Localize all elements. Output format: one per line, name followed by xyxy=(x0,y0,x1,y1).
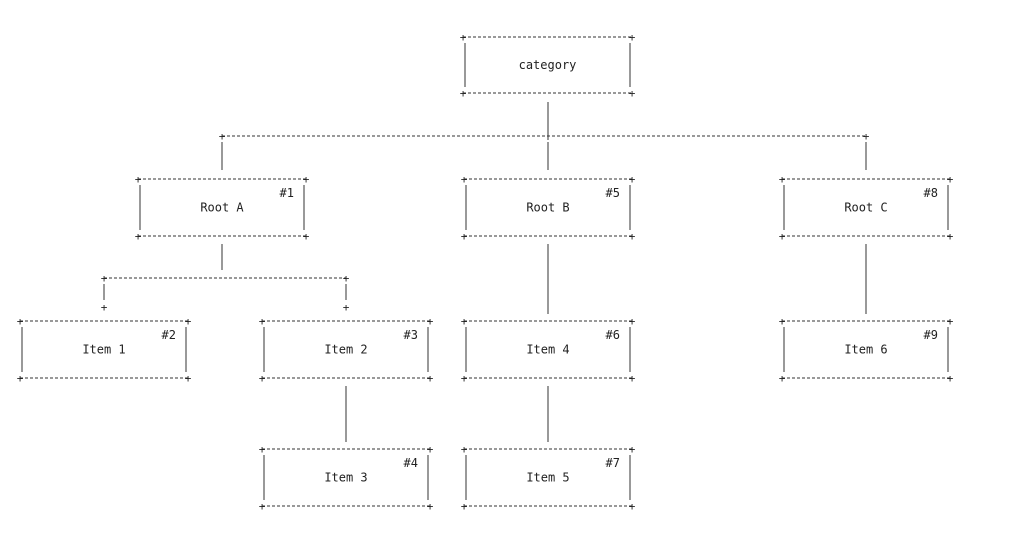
node-number: #1 xyxy=(280,186,294,200)
node-root-b: + + + + Root B #5 xyxy=(461,173,636,243)
box-corner-plus: + xyxy=(947,315,954,328)
box-corner-plus: + xyxy=(629,500,636,513)
node-label: Item 5 xyxy=(526,471,569,485)
node-label: Root B xyxy=(526,201,569,215)
box-corner-plus: + xyxy=(779,173,786,186)
node-number: #2 xyxy=(162,328,176,342)
box-corner-plus: + xyxy=(259,372,266,385)
node-number: #9 xyxy=(924,328,938,342)
node-label: Item 2 xyxy=(324,343,367,357)
connector-plus: + xyxy=(219,130,226,143)
box-corner-plus: + xyxy=(629,87,636,100)
node-item-3: + + + + Item 3 #4 xyxy=(259,443,434,513)
box-corner-plus: + xyxy=(17,372,24,385)
node-number: #3 xyxy=(404,328,418,342)
node-number: #6 xyxy=(606,328,620,342)
box-corner-plus: + xyxy=(460,87,467,100)
node-item-5: + + + + Item 5 #7 xyxy=(461,443,636,513)
node-label: Item 3 xyxy=(324,471,367,485)
connector-plus: + xyxy=(343,301,350,314)
box-corner-plus: + xyxy=(17,315,24,328)
connector-plus: + xyxy=(101,272,108,285)
connector-plus: + xyxy=(343,272,350,285)
box-corner-plus: + xyxy=(779,372,786,385)
box-corner-plus: + xyxy=(427,372,434,385)
box-corner-plus: + xyxy=(427,315,434,328)
node-label: Item 4 xyxy=(526,343,569,357)
box-corner-plus: + xyxy=(135,230,142,243)
connectors: + + + + + + xyxy=(101,102,870,442)
node-label: category xyxy=(519,58,577,72)
node-root-a: + + + + Root A #1 xyxy=(135,173,310,243)
node-number: #5 xyxy=(606,186,620,200)
box-corner-plus: + xyxy=(135,173,142,186)
node-label: Root C xyxy=(844,201,887,215)
box-corner-plus: + xyxy=(461,372,468,385)
connector-plus: + xyxy=(101,301,108,314)
box-corner-plus: + xyxy=(185,372,192,385)
box-corner-plus: + xyxy=(303,173,310,186)
node-category: + + + + category xyxy=(460,31,636,100)
box-corner-plus: + xyxy=(629,230,636,243)
node-label: Root A xyxy=(200,201,244,215)
node-number: #7 xyxy=(606,456,620,470)
box-corner-plus: + xyxy=(629,173,636,186)
box-corner-plus: + xyxy=(259,500,266,513)
node-item-2: + + + + Item 2 #3 xyxy=(259,315,434,385)
box-corner-plus: + xyxy=(947,230,954,243)
box-corner-plus: + xyxy=(779,315,786,328)
node-root-c: + + + + Root C #8 xyxy=(779,173,954,243)
node-item-1: + + + + Item 1 #2 xyxy=(17,315,192,385)
box-corner-plus: + xyxy=(461,500,468,513)
node-item-6: + + + + Item 6 #9 xyxy=(779,315,954,385)
box-corner-plus: + xyxy=(461,230,468,243)
box-corner-plus: + xyxy=(629,315,636,328)
box-corner-plus: + xyxy=(629,31,636,44)
node-number: #4 xyxy=(404,456,418,470)
box-corner-plus: + xyxy=(303,230,310,243)
box-corner-plus: + xyxy=(461,443,468,456)
box-corner-plus: + xyxy=(259,315,266,328)
box-corner-plus: + xyxy=(461,173,468,186)
box-corner-plus: + xyxy=(629,372,636,385)
box-corner-plus: + xyxy=(629,443,636,456)
box-corner-plus: + xyxy=(185,315,192,328)
box-corner-plus: + xyxy=(947,372,954,385)
connector-plus: + xyxy=(863,130,870,143)
box-corner-plus: + xyxy=(427,443,434,456)
node-number: #8 xyxy=(924,186,938,200)
box-corner-plus: + xyxy=(427,500,434,513)
box-corner-plus: + xyxy=(947,173,954,186)
box-corner-plus: + xyxy=(259,443,266,456)
box-corner-plus: + xyxy=(779,230,786,243)
node-label: Item 6 xyxy=(844,343,887,357)
node-item-4: + + + + Item 4 #6 xyxy=(461,315,636,385)
box-corner-plus: + xyxy=(460,31,467,44)
node-label: Item 1 xyxy=(82,343,125,357)
box-corner-plus: + xyxy=(461,315,468,328)
